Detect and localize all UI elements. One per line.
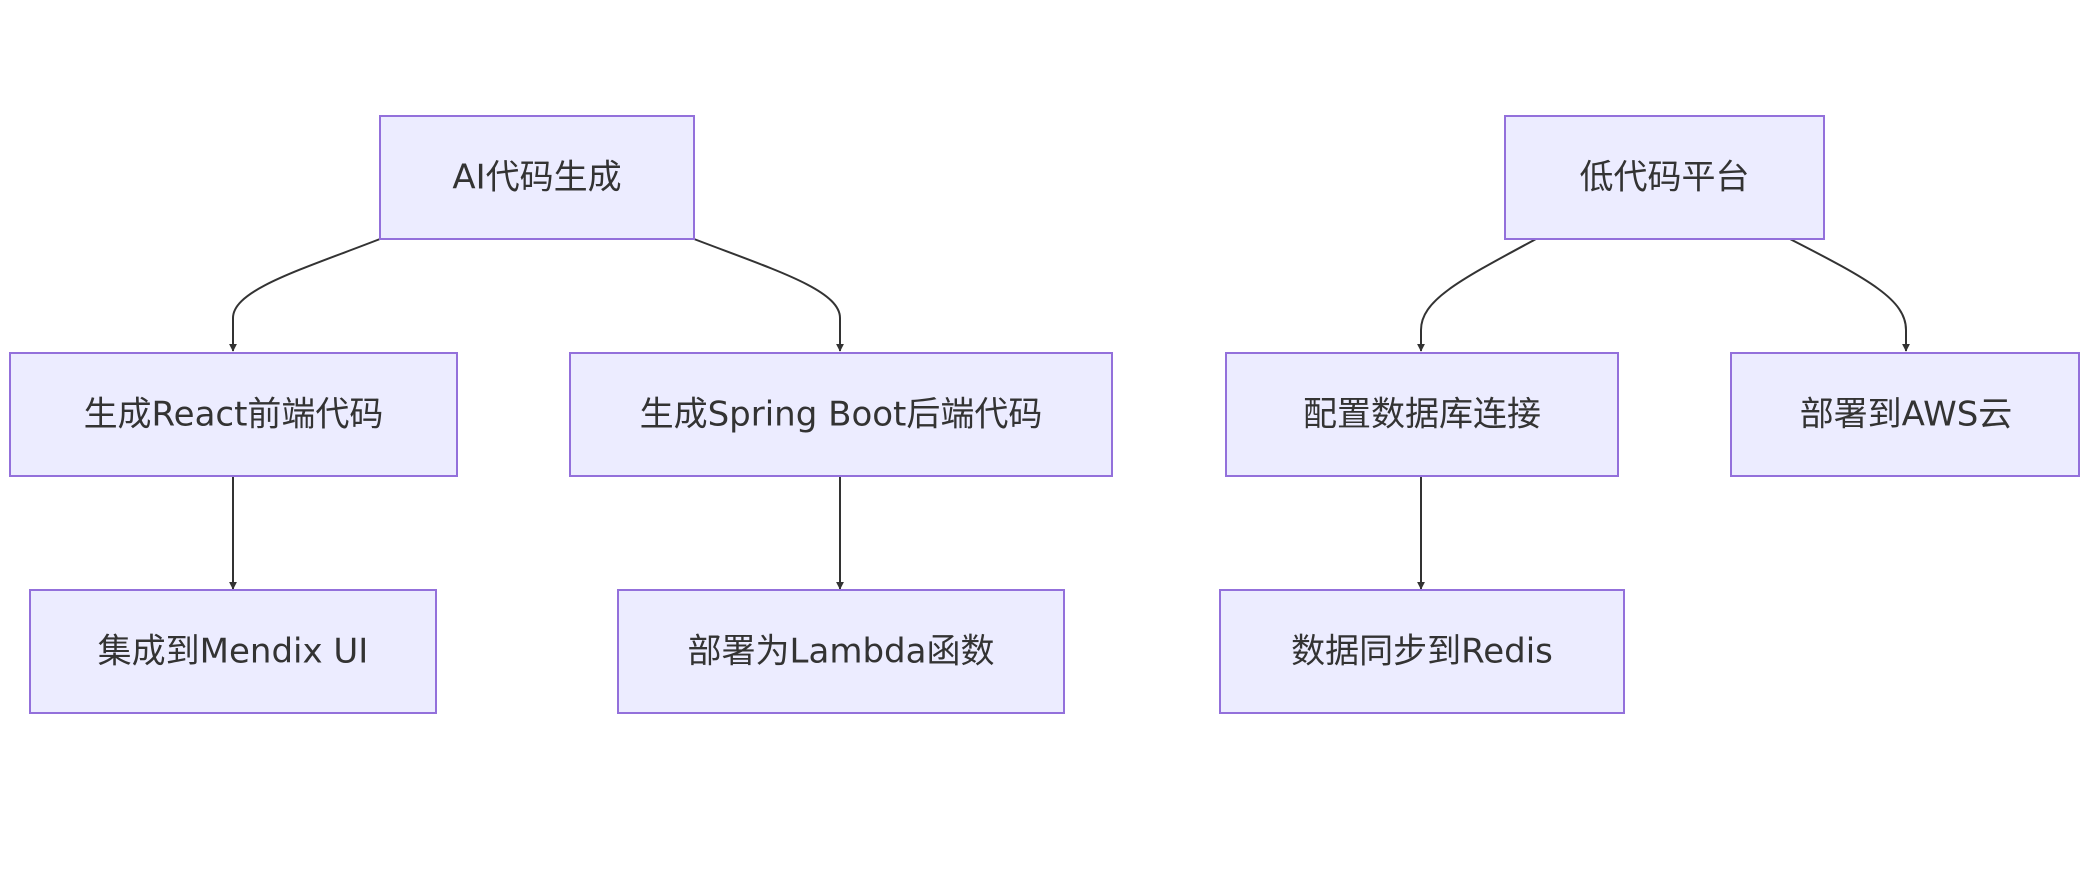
node-label: 生成React前端代码 [84, 395, 384, 435]
node-box [1730, 352, 2080, 477]
node-spring-backend: 生成Spring Boot后端代码 [569, 352, 1113, 477]
node-box [569, 352, 1113, 477]
node-label: AI代码生成 [452, 158, 621, 198]
node-box [9, 352, 458, 477]
edge-lowcode-to-db-config [1417, 238, 1537, 352]
node-box [1219, 589, 1625, 714]
node-lowcode: 低代码平台 [1504, 115, 1825, 240]
edge-ai-codegen-to-spring-backend [693, 238, 844, 352]
node-label: 配置数据库连接 [1303, 395, 1541, 435]
node-label: 部署到AWS云 [1800, 395, 2013, 435]
node-box [617, 589, 1065, 714]
node-redis-sync: 数据同步到Redis [1219, 589, 1625, 714]
node-lambda: 部署为Lambda函数 [617, 589, 1065, 714]
node-mendix-ui: 集成到Mendix UI [29, 589, 437, 714]
node-label: 集成到Mendix UI [98, 632, 369, 672]
node-label: 低代码平台 [1580, 158, 1750, 198]
edge-ai-codegen-to-react-frontend [229, 238, 381, 352]
node-react-frontend: 生成React前端代码 [9, 352, 458, 477]
node-label: 生成Spring Boot后端代码 [640, 395, 1043, 435]
node-box [29, 589, 437, 714]
node-label: 部署为Lambda函数 [688, 632, 995, 672]
node-box [1225, 352, 1619, 477]
node-box [1504, 115, 1825, 240]
node-label: 数据同步到Redis [1291, 632, 1553, 672]
node-aws-cloud: 部署到AWS云 [1730, 352, 2080, 477]
node-ai-codegen: AI代码生成 [379, 115, 695, 240]
node-box [379, 115, 695, 240]
edge-lowcode-to-aws-cloud [1789, 238, 1910, 352]
edges [229, 238, 1910, 590]
node-db-config: 配置数据库连接 [1225, 352, 1619, 477]
